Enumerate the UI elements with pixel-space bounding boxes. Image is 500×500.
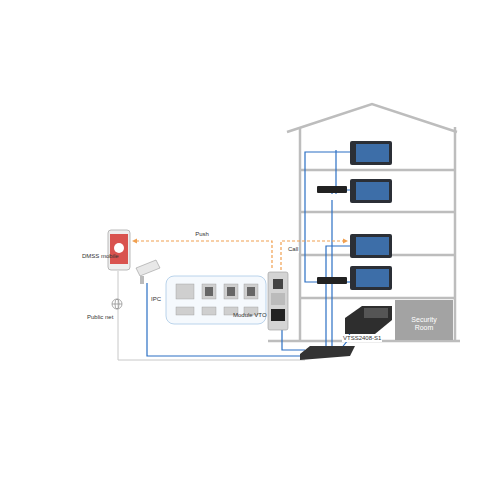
room-box: Security Room <box>395 300 453 340</box>
mobile-app-node: DMSS mobile <box>80 228 132 272</box>
push-connector <box>136 241 272 268</box>
network-label: Public net <box>86 314 114 321</box>
device-label: VTSS2408-S1 <box>342 335 382 342</box>
door-station-node: Module VTO <box>232 268 290 332</box>
edge-label: Push <box>194 231 210 238</box>
node-label: Security Room <box>404 316 444 332</box>
arrow-head <box>132 239 137 244</box>
node-label: Module VTO <box>233 312 267 319</box>
call-label: Call <box>287 246 299 253</box>
camera-label: IPC <box>150 296 162 303</box>
node-label: DMSS mobile <box>82 253 119 260</box>
